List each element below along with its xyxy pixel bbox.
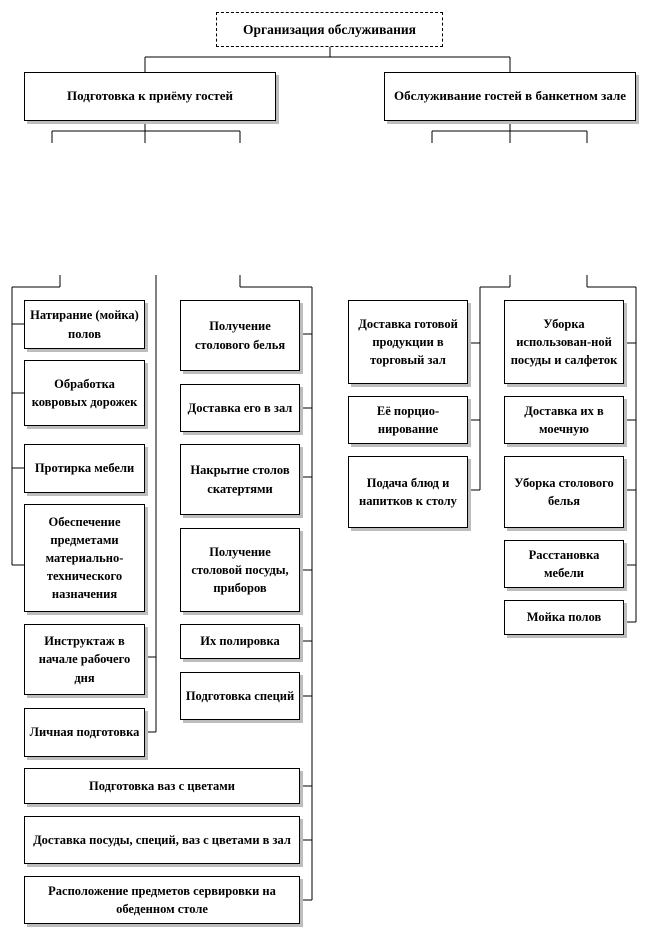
task-node-wide: Расположение предметов сервировки на обе…: [24, 876, 300, 924]
task-node: Уборка использован-ной посуды и салфеток: [504, 300, 624, 384]
task-node-wide: Доставка посуды, специй, ваз с цветами в…: [24, 816, 300, 864]
root-node: Организация обслуживания: [216, 12, 443, 47]
task-node: Подготовка специй: [180, 672, 300, 720]
task-node-wide: Подготовка ваз с цветами: [24, 768, 300, 804]
task-node: Получение столовой посуды, приборов: [180, 528, 300, 612]
task-node: Натирание (мойка) полов: [24, 300, 145, 349]
task-node: Подача блюд и напитков к столу: [348, 456, 468, 528]
task-node: Личная подготовка: [24, 708, 145, 757]
task-node: Доставка их в моечную: [504, 396, 624, 444]
task-node: Их полировка: [180, 624, 300, 659]
task-node: Её порцио-нирование: [348, 396, 468, 444]
task-node: Доставка его в зал: [180, 384, 300, 432]
task-node: Мойка полов: [504, 600, 624, 635]
task-node: Получение столового белья: [180, 300, 300, 371]
task-node: Протирка мебели: [24, 444, 145, 493]
task-node: Обработка ковровых дорожек: [24, 360, 145, 426]
branch-node-banquet-service: Обслуживание гостей в банкетном зале: [384, 72, 636, 121]
task-node: Уборка столового белья: [504, 456, 624, 528]
branch-node-preparation: Подготовка к приёму гостей: [24, 72, 276, 121]
task-node: Доставка готовой продукции в торговый за…: [348, 300, 468, 384]
task-node: Обеспечение предметами материально-техни…: [24, 504, 145, 612]
task-node: Расстановка мебели: [504, 540, 624, 588]
task-node: Инструктаж в начале рабочего дня: [24, 624, 145, 695]
task-node: Накрытие столов скатертями: [180, 444, 300, 515]
